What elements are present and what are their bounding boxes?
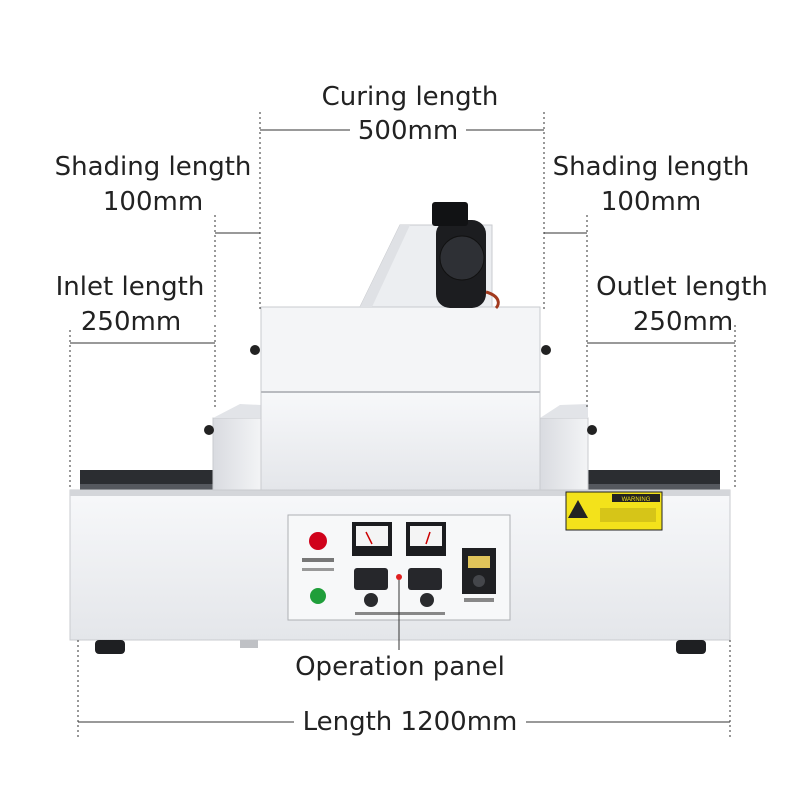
panel-text-bottom: [355, 612, 445, 615]
warning-sticker-title: WARNING: [622, 497, 651, 503]
panel-text-left-1: [302, 558, 334, 562]
ammeter-right-face: [410, 526, 442, 546]
switch-right: [408, 568, 442, 590]
ammeter-left-face: [356, 526, 388, 546]
outlet-box-top: [540, 404, 588, 418]
shading-right-value: 100mm: [600, 187, 702, 217]
inlet-box-top: [213, 404, 261, 418]
outlet-length-label: Outlet length: [596, 272, 768, 302]
panel-text-left-2: [302, 568, 334, 571]
foot-right: [676, 640, 706, 654]
chamber-knob-left: [250, 345, 260, 355]
curing-chamber-lower: [260, 391, 541, 491]
shading-left-value: 100mm: [102, 187, 204, 217]
chamber-knob-right: [541, 345, 551, 355]
speed-controller-display: [468, 556, 490, 568]
outlet-box: [539, 417, 589, 491]
speed-controller-label: [464, 598, 494, 602]
power-indicator-red: [309, 532, 327, 550]
base-cabinet-top-edge: [70, 490, 730, 496]
total-length-label: Length 1200mm: [294, 707, 526, 737]
inlet-length-label: Inlet length: [55, 272, 205, 302]
warning-triangle-icon: [568, 500, 588, 518]
ammeter-left-needle: [365, 531, 373, 545]
inlet-length-value: 250mm: [80, 307, 182, 337]
warning-sticker-header: [612, 494, 660, 502]
fan-outlet-pipe: [432, 202, 468, 226]
fan-hub: [439, 235, 485, 281]
rotary-knob-left: [364, 593, 378, 607]
shading-right-label: Shading length: [552, 152, 750, 182]
curing-length-value: 500mm: [350, 116, 466, 146]
panel-center-red-dot: [396, 574, 402, 580]
rotary-knob-right: [420, 593, 434, 607]
switch-left: [354, 568, 388, 590]
ammeter-right-needle: [425, 531, 431, 545]
curing-chamber-upper: [260, 306, 541, 393]
lamp-housing-slope: [360, 225, 410, 307]
inlet-box: [212, 417, 262, 491]
power-cable: [485, 290, 500, 310]
speed-controller-knob: [473, 575, 485, 587]
uv-curing-machine: WARNING: [69, 202, 731, 654]
foot-left: [95, 640, 125, 654]
operation-panel-label: Operation panel: [278, 652, 522, 682]
outlet-length-value: 250mm: [632, 307, 734, 337]
curing-length-label: Curing length: [321, 82, 499, 112]
shading-left-label: Shading length: [54, 152, 252, 182]
foot-center-left: [240, 640, 258, 648]
speed-controller: [462, 548, 496, 594]
power-indicator-green: [310, 588, 326, 604]
warning-text-lines: [600, 508, 656, 522]
inlet-knob: [204, 425, 214, 435]
outlet-knob: [587, 425, 597, 435]
